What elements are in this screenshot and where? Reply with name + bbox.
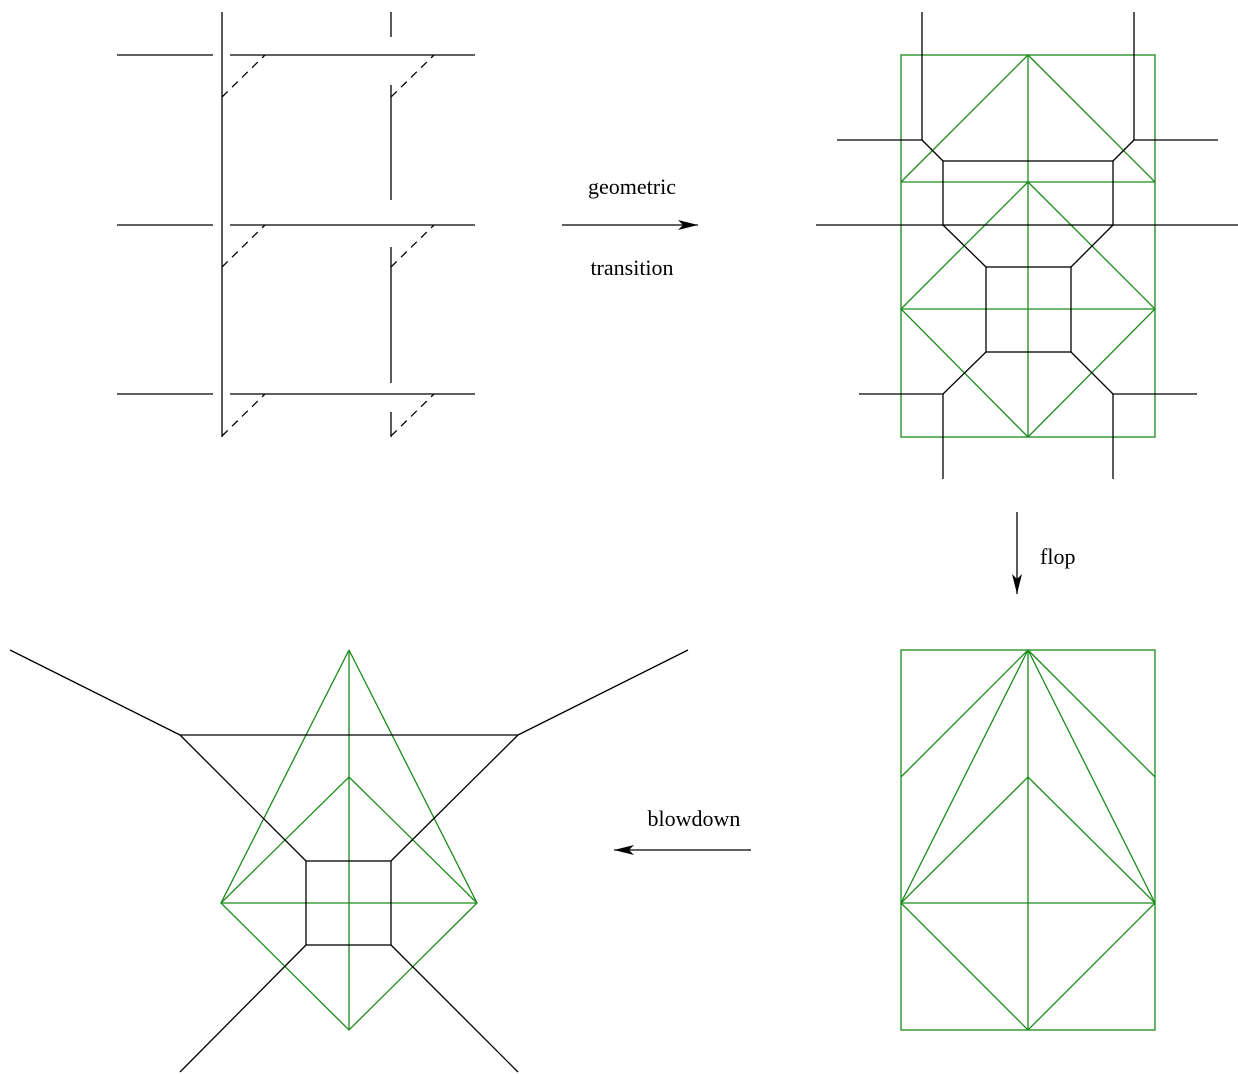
- dashed-diagonals: [221, 54, 435, 437]
- panel-initial-configuration: [117, 12, 475, 437]
- panel-after-flop: [900, 649, 1156, 1031]
- panel-after-blowdown: [9, 649, 689, 1073]
- blowdown-arrow: blowdown: [614, 806, 751, 855]
- label-blowdown: blowdown: [648, 806, 741, 831]
- black-dual-graph: [9, 649, 689, 1073]
- green-triangulation: [900, 54, 1156, 438]
- label-transition: transition: [590, 255, 673, 280]
- black-dual-graph: [816, 12, 1238, 479]
- panel-after-transition: [816, 12, 1238, 479]
- label-flop: flop: [1040, 544, 1075, 569]
- horizontal-lines: [117, 54, 475, 395]
- green-triangulation: [220, 649, 478, 1031]
- flop-arrow: flop: [1012, 512, 1075, 594]
- label-geometric: geometric: [588, 174, 676, 199]
- vertical-lines: [221, 12, 392, 437]
- geometric-transition-arrow: geometric transition: [562, 174, 698, 280]
